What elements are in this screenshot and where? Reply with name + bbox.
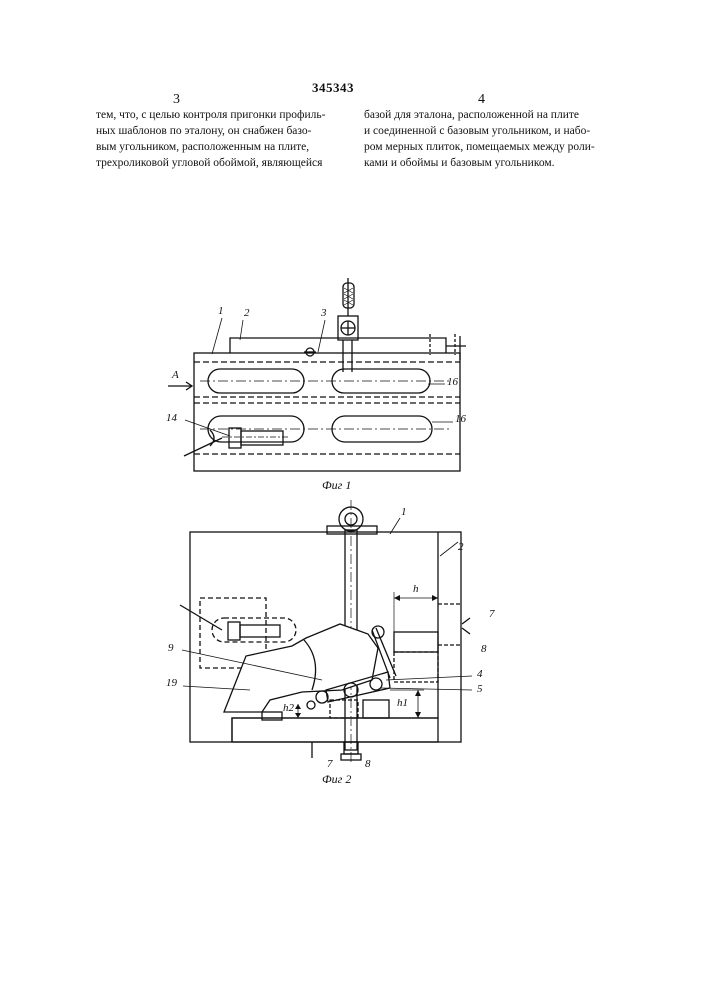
- fig2-label-2: 2: [458, 541, 464, 553]
- fig2-caption: Фиг 2: [322, 772, 351, 787]
- fig1-label-3: 3: [321, 307, 327, 319]
- figure2-drawing: [180, 500, 472, 765]
- fig2-label-9: 9: [168, 642, 174, 654]
- fig1-caption: Фиг 1: [322, 478, 351, 493]
- fig2-label-7-bottom: 7: [327, 758, 333, 770]
- fig1-plate: [194, 353, 460, 471]
- fig2-label-19: 19: [166, 677, 177, 689]
- fig2-label-5: 5: [477, 683, 483, 695]
- fig2-label-8-bottom: 8: [365, 758, 371, 770]
- roller: [316, 691, 328, 703]
- fig2-label-h2: h2: [283, 702, 294, 714]
- fig2-label-4: 4: [477, 668, 483, 680]
- fig2-label-h: h: [413, 583, 419, 595]
- view-arrow: [168, 382, 192, 390]
- gauge-block: [363, 700, 389, 718]
- fig2-label-h1: h1: [397, 697, 408, 709]
- fig1-label-14: 14: [166, 412, 177, 424]
- fig2-label-7-right: 7: [489, 608, 495, 620]
- fig2-label-1: 1: [401, 506, 407, 518]
- gauge-block: [394, 632, 438, 652]
- fig1-label-1: 1: [218, 305, 224, 317]
- fig1-label-16-upper: 16: [447, 376, 458, 388]
- fig1-label-16-lower: 16: [455, 413, 466, 425]
- fig1-label-2: 2: [244, 307, 250, 319]
- fig2-label-8-right: 8: [481, 643, 487, 655]
- figure1-drawing: [168, 278, 466, 471]
- fig1-label-arrow-a: A: [172, 369, 179, 381]
